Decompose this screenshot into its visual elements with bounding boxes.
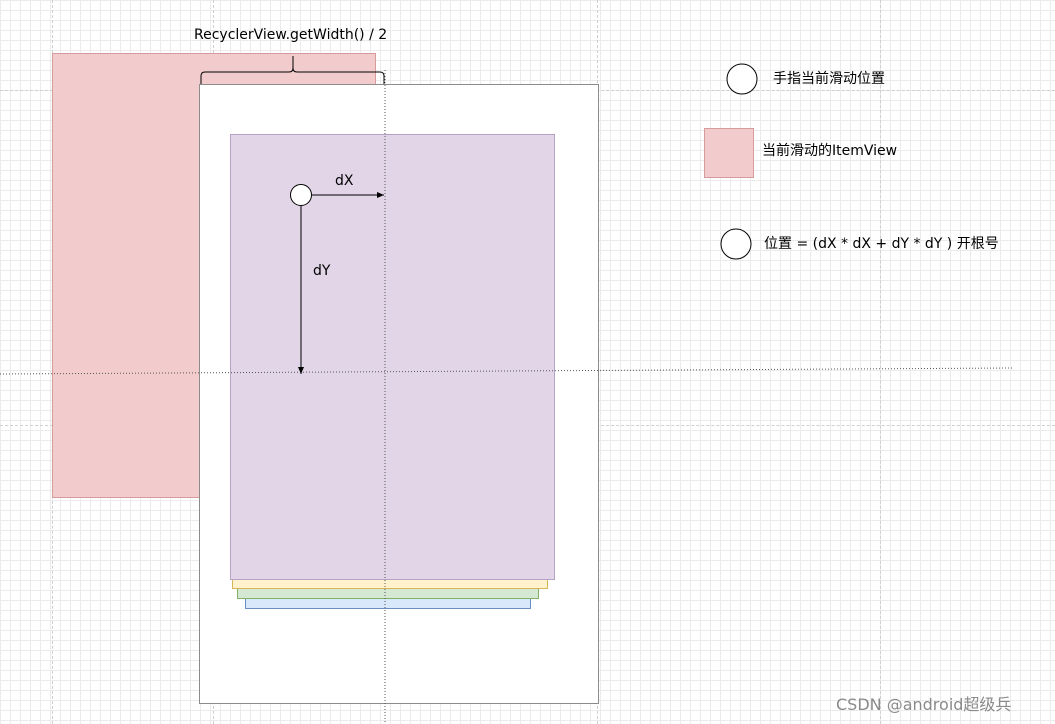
legend-circle-finger [726,63,758,95]
grid-line-vertical [880,0,881,724]
legend-label-finger: 手指当前滑动位置 [773,71,885,87]
legend-circle-distance [720,228,752,260]
legend-label-distance: 位置 = (dX * dX + dY * dY ) 开根号 [764,236,999,252]
watermark: CSDN @android超级兵 [836,695,1012,714]
legend-swatch-item-view [704,128,754,178]
top-card [230,134,555,580]
width-brace [200,56,385,84]
dx-label: dX [335,173,354,189]
dy-label: dY [313,263,331,279]
legend-label-item-view: 当前滑动的ItemView [762,143,898,159]
width-formula-label: RecyclerView.getWidth() / 2 [194,27,388,43]
finger-touch-circle [290,184,312,206]
finger-level-guide [0,367,1013,375]
